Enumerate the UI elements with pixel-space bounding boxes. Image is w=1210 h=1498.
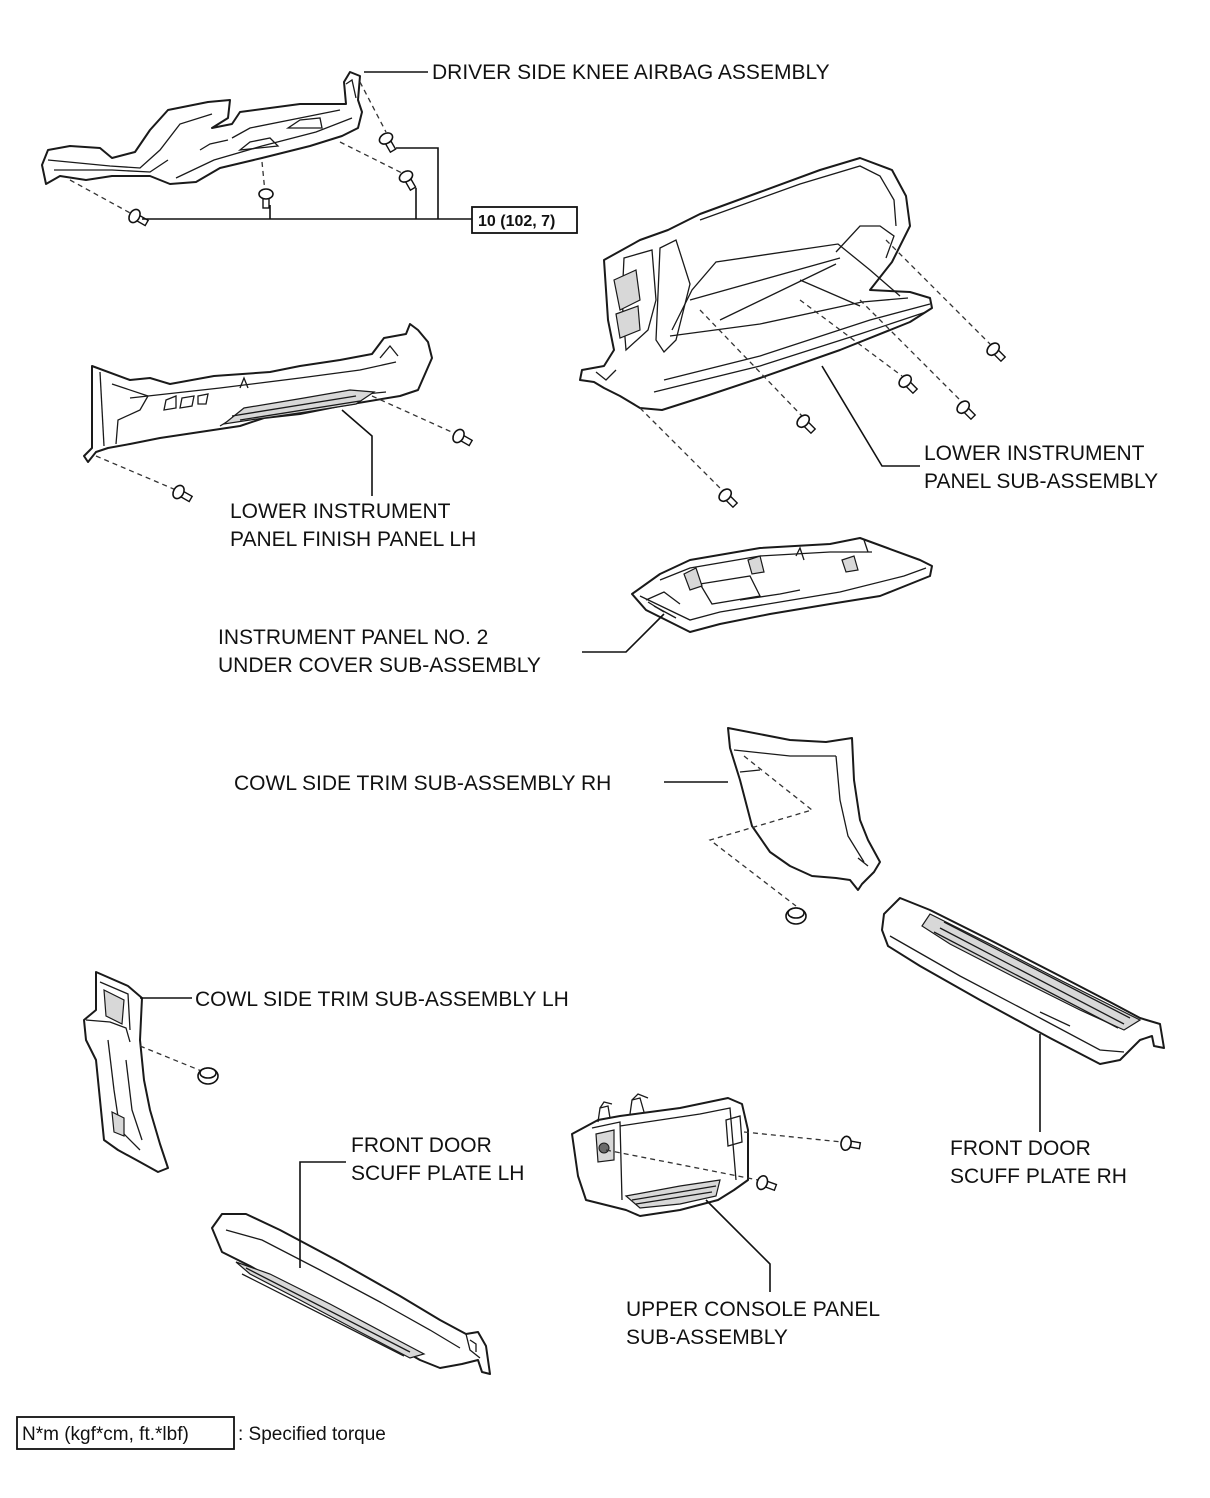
under-cover — [631, 537, 933, 633]
lower-panel-label-line1: LOWER INSTRUMENT — [924, 442, 1145, 465]
bolt-icon — [128, 208, 150, 227]
finish-panel-label-line2: PANEL FINISH PANEL LH — [230, 528, 476, 551]
bolt-icon — [172, 484, 194, 503]
knee-airbag-assembly — [41, 71, 363, 185]
knee-airbag-label: DRIVER SIDE KNEE AIRBAG ASSEMBLY — [432, 61, 830, 84]
legend-unit-text: N*m (kgf*cm, ft.*lbf) — [22, 1424, 189, 1445]
under-cover-label-line2: UNDER COVER SUB-ASSEMBLY — [218, 654, 541, 677]
bolt-icon — [718, 488, 739, 509]
cowl-rh-label: COWL SIDE TRIM SUB-ASSEMBLY RH — [234, 772, 611, 795]
scuff-plate-lh — [211, 1213, 491, 1375]
console-label-line1: UPPER CONSOLE PANEL — [626, 1298, 880, 1321]
cowl-side-trim-rh — [727, 727, 881, 891]
finish-panel-leader — [341, 409, 373, 496]
bolt-icon — [452, 428, 474, 447]
finish-panel-label-line1: LOWER INSTRUMENT — [230, 500, 451, 523]
lower-panel-label-line2: PANEL SUB-ASSEMBLY — [924, 470, 1158, 493]
torque-bracket — [142, 147, 472, 220]
bolt-icon — [796, 414, 817, 435]
bolt-icon — [756, 1175, 778, 1192]
cowl-side-trim-lh — [83, 971, 169, 1173]
lower-panel-leader — [821, 365, 920, 467]
under-cover-label-line1: INSTRUMENT PANEL NO. 2 — [218, 626, 488, 649]
scuff-rh-label-line2: SCUFF PLATE RH — [950, 1165, 1127, 1188]
console-label-line2: SUB-ASSEMBLY — [626, 1326, 788, 1349]
bolt-icon — [840, 1135, 862, 1152]
bolt-icon — [898, 374, 919, 395]
torque-value: 10 (102, 7) — [478, 213, 555, 230]
legend-description: : Specified torque — [238, 1424, 386, 1445]
cowl-rh-clip — [708, 755, 814, 925]
lower-instrument-panel — [579, 157, 933, 411]
finish-panel-lh — [83, 323, 433, 463]
scuff-lh-label-line2: SCUFF PLATE LH — [351, 1162, 524, 1185]
clip-icon — [197, 1067, 219, 1085]
finish-panel-bolts — [95, 395, 474, 503]
legend-unit-box — [16, 1416, 235, 1450]
scuff-plate-rh — [881, 897, 1165, 1065]
under-cover-leader — [582, 613, 665, 653]
bolt-icon — [378, 132, 397, 154]
bolt-icon — [258, 188, 274, 209]
cowl-lh-label: COWL SIDE TRIM SUB-ASSEMBLY LH — [195, 988, 569, 1011]
cowl-lh-clip — [139, 1045, 219, 1085]
scuff-lh-leader — [299, 1161, 346, 1268]
lower-panel-bolts — [639, 239, 1007, 509]
scuff-lh-label-line1: FRONT DOOR — [351, 1134, 492, 1157]
console-bolts — [605, 1131, 862, 1192]
knee-airbag-bolts — [69, 81, 417, 227]
upper-console-panel — [571, 1093, 749, 1217]
torque-legend: N*m (kgf*cm, ft.*lbf) : Specified torque — [16, 1416, 386, 1450]
clip-icon — [785, 907, 807, 925]
scuff-rh-label-line1: FRONT DOOR — [950, 1137, 1091, 1160]
bolt-icon — [986, 342, 1007, 363]
bolt-icon — [956, 400, 977, 421]
console-leader — [705, 1199, 771, 1292]
torque-box — [471, 206, 578, 234]
bolt-icon — [398, 170, 417, 192]
